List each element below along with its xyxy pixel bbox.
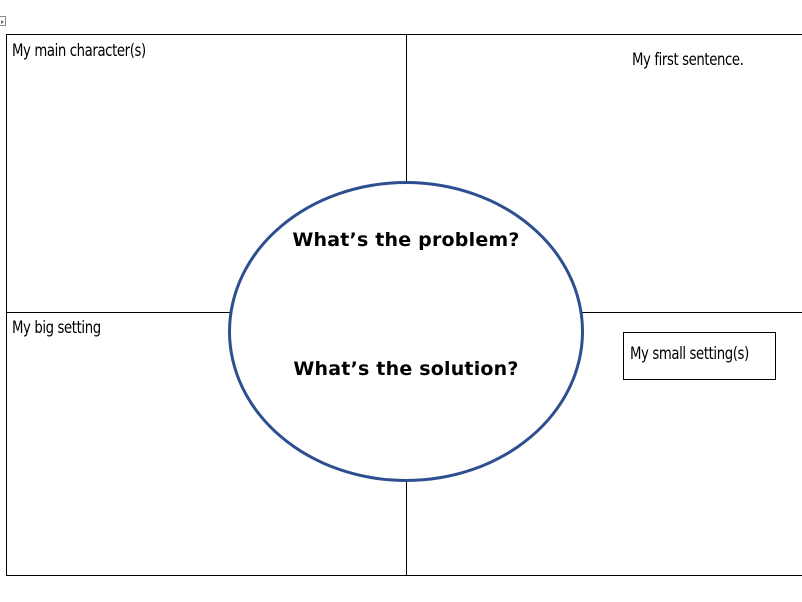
big-setting-label: My big setting (12, 318, 101, 338)
story-planner-table (6, 34, 802, 576)
main-character-label: My main character(s) (12, 41, 146, 61)
center-oval (228, 181, 584, 482)
small-setting-label: My small setting(s) (630, 344, 749, 364)
table-anchor-handle[interactable] (0, 16, 6, 26)
small-setting-box[interactable] (623, 332, 776, 380)
problem-prompt: What’s the problem? (292, 229, 520, 251)
solution-prompt: What’s the solution? (293, 358, 519, 380)
first-sentence-label: My first sentence. (632, 50, 744, 70)
